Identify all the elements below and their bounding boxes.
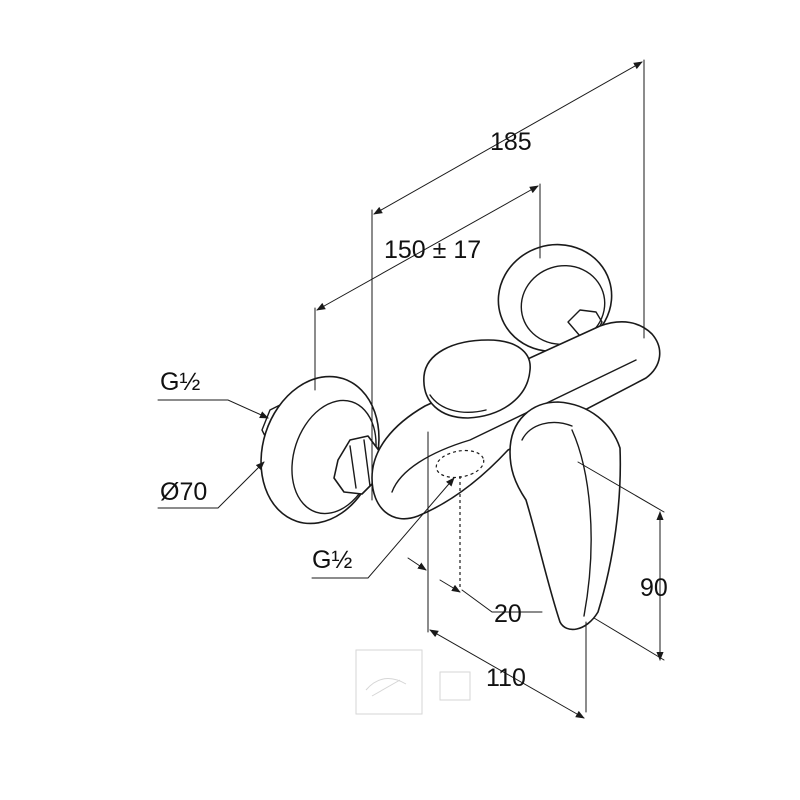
mixer-body [371, 321, 661, 520]
extension-line-90-bottom [593, 617, 665, 661]
lever-handle [509, 401, 622, 631]
label-projection: 110 [486, 664, 526, 692]
leader-line-outlet-thread [311, 477, 455, 579]
dimension-line-150 [316, 185, 539, 311]
label-outlet-offset: 20 [494, 600, 522, 628]
label-connection-spacing: 150 ± 17 [384, 236, 481, 264]
label-outlet-thread: G½ [312, 546, 352, 574]
watermark-logo [355, 649, 471, 715]
left-wall-rosette [260, 375, 381, 525]
leader-line-20 [461, 589, 543, 613]
label-lever-height: 90 [640, 574, 668, 602]
extension-line-90-top [577, 461, 665, 513]
label-inlet-thread: G½ [160, 368, 200, 396]
label-rosette-diameter: Ø70 [160, 478, 207, 506]
label-overall-width: 185 [490, 128, 532, 156]
dimension-line-110 [429, 629, 585, 719]
leader-line-rosette-diameter [157, 461, 265, 509]
outlet-opening [435, 449, 485, 590]
leader-line-inlet-thread [157, 399, 269, 419]
